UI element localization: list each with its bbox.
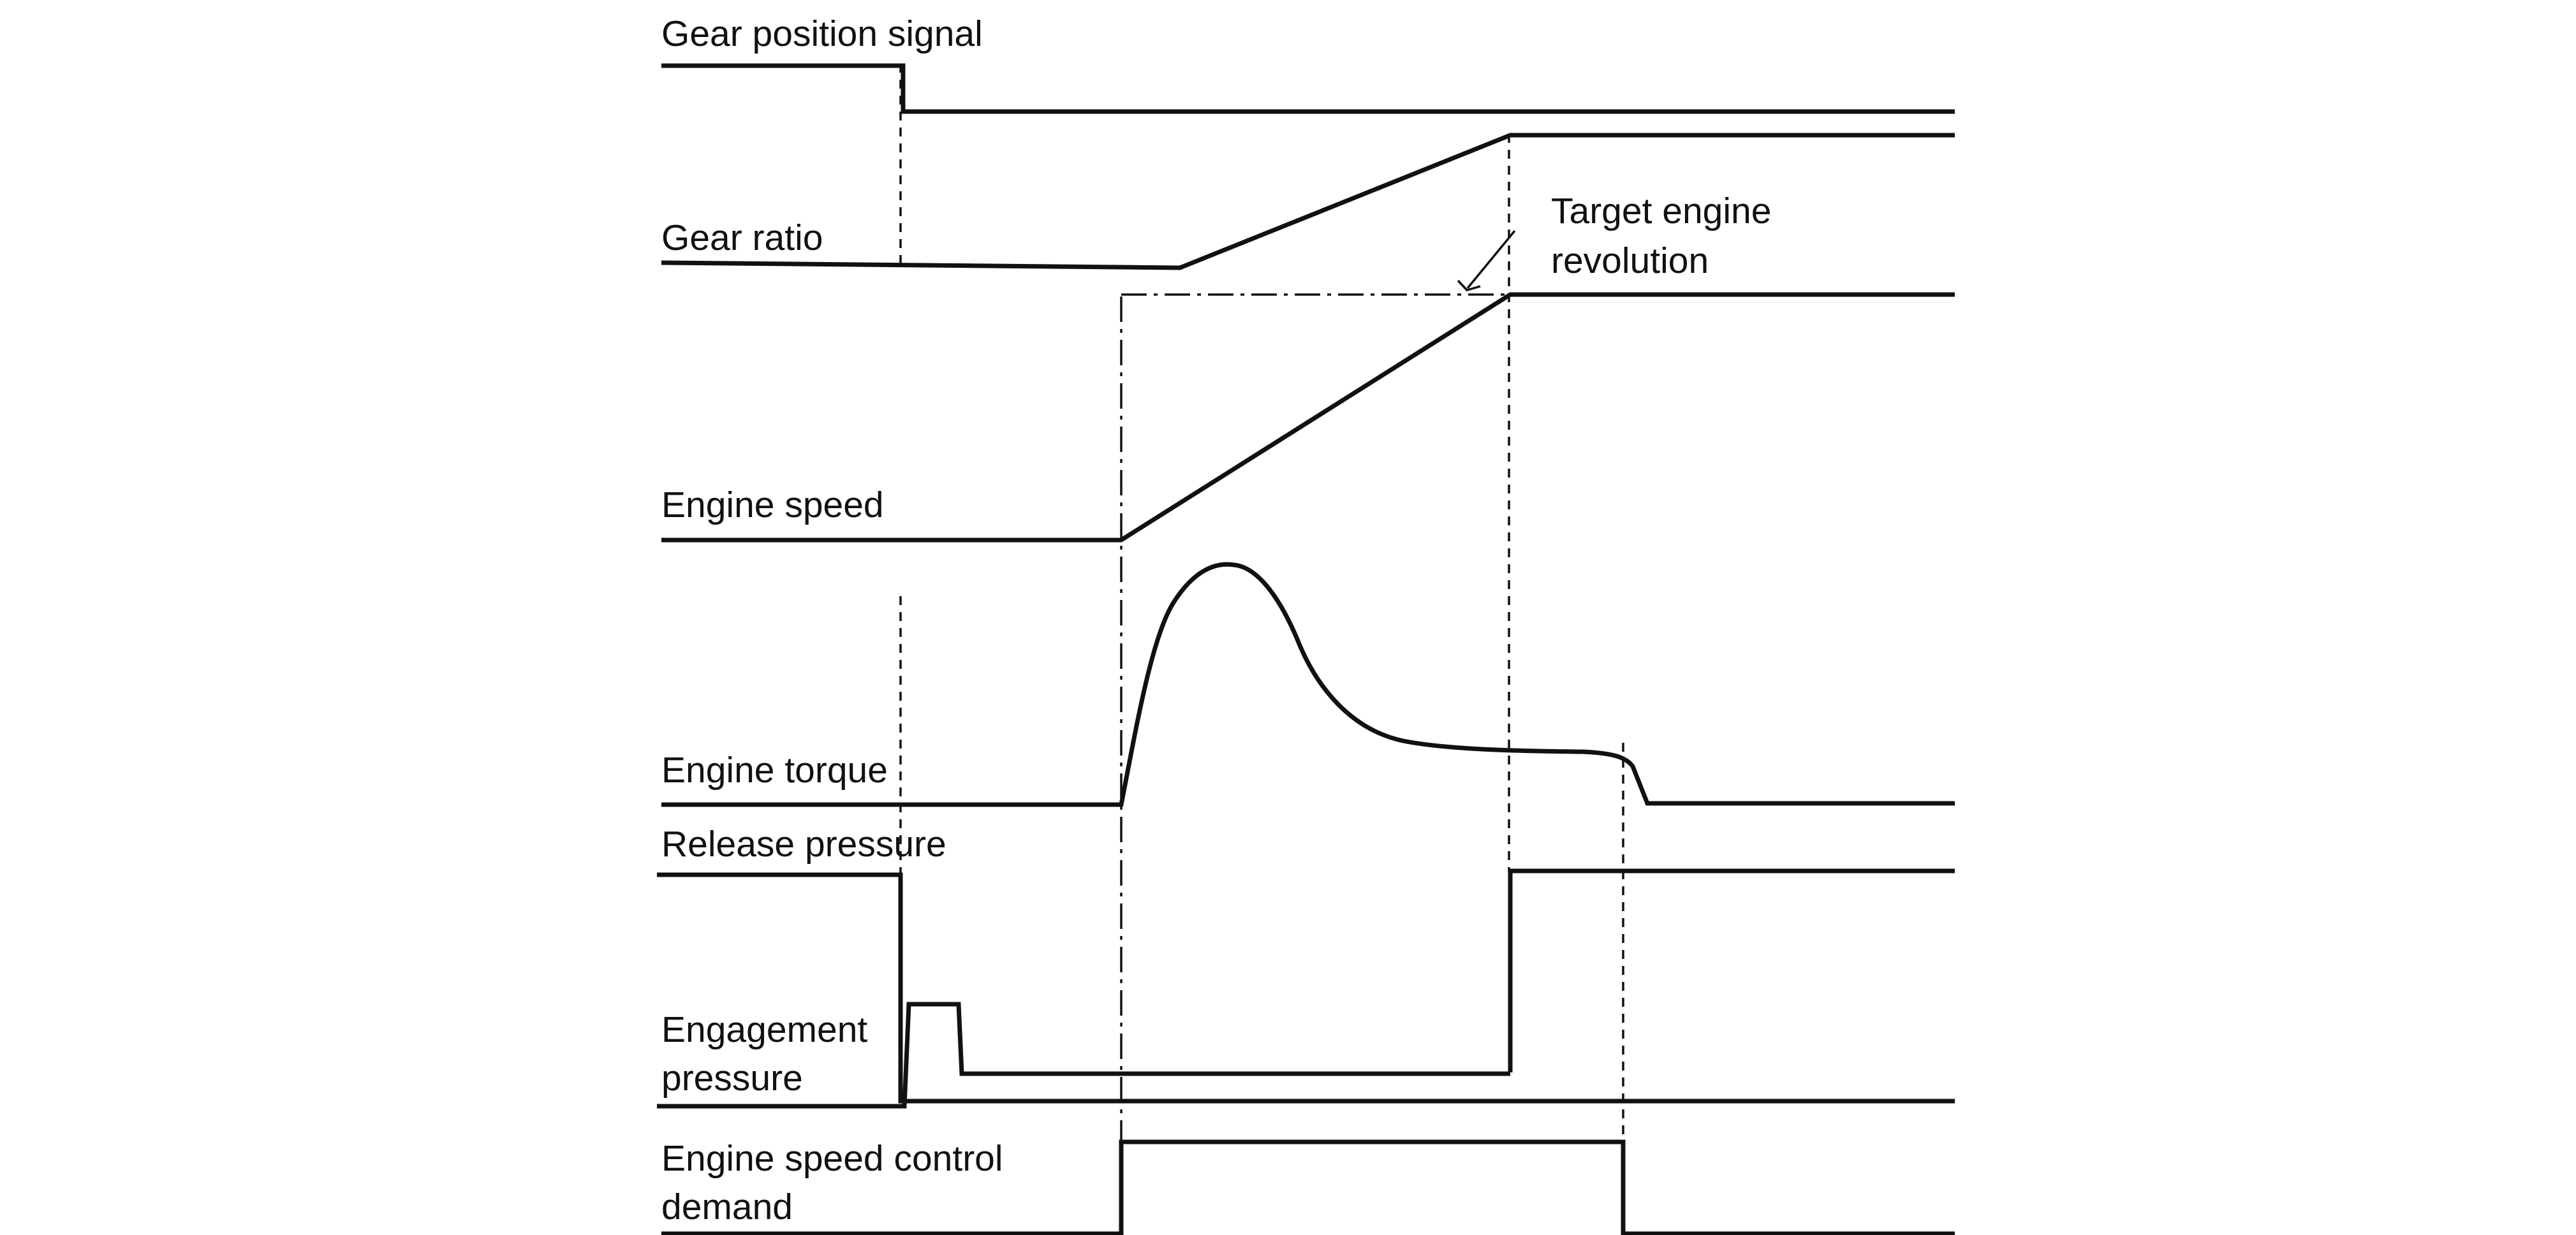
label-gear-position-signal: Gear position signal [661,13,983,54]
trace-engagement-pressure [657,1002,1510,1109]
trace-gear-ratio [661,133,1955,270]
trace-gear-position-signal [661,63,1955,114]
trace-engine-speed [661,292,1955,543]
label-engagement-pressure-line2: pressure [661,1058,803,1099]
label-gear-ratio: Gear ratio [661,217,823,258]
label-engine-speed-control-demand-line1: Engine speed control [661,1138,1003,1179]
annotation-target-engine-revolution-line2: revolution [1551,240,1709,281]
trace-engine-torque [661,562,1955,807]
label-engine-speed: Engine speed [661,485,884,525]
label-engine-torque: Engine torque [661,750,888,791]
annotation-arrowhead-icon [1457,279,1481,291]
label-engagement-pressure-line1: Engagement [661,1009,867,1050]
annotation-leader-line [1466,230,1516,289]
trace-engine-speed-control-demand [661,1139,1955,1235]
trace-release-pressure-return [1508,868,1955,1072]
label-engine-speed-control-demand-line2: demand [661,1187,793,1227]
annotation-target-engine-revolution-line1: Target engine [1551,191,1771,231]
label-release-pressure: Release pressure [661,824,946,865]
